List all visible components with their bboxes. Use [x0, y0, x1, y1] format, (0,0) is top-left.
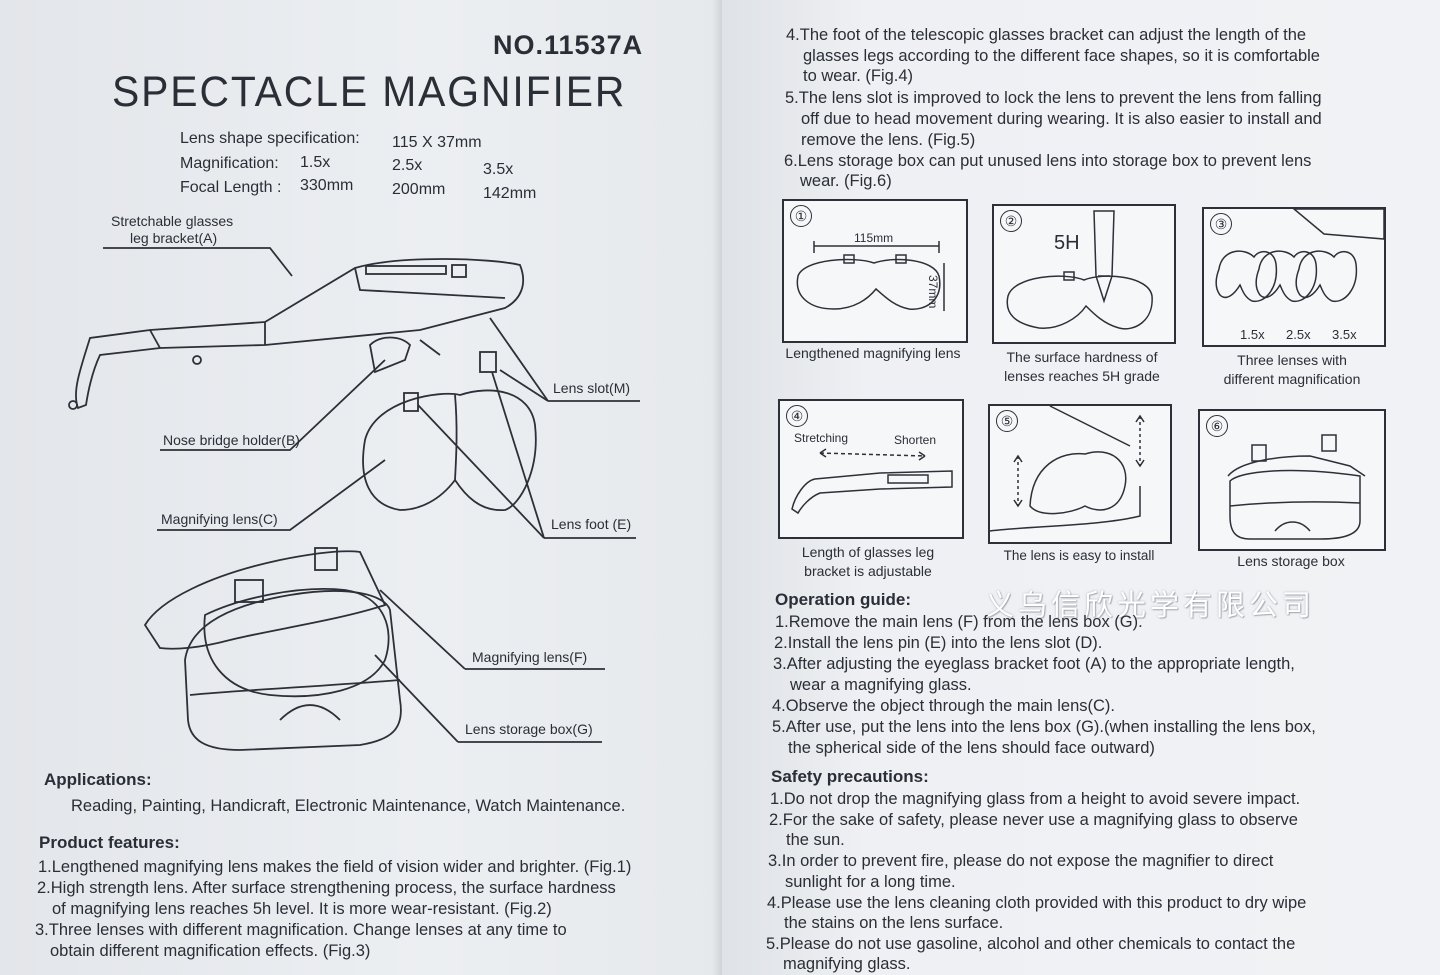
operation-heading: Operation guide:: [775, 590, 911, 609]
fig3-caption-1: Three lenses with: [1237, 352, 1347, 368]
figure-6: ⑥: [1198, 409, 1386, 551]
focal-length-label: Focal Length :: [180, 179, 282, 196]
fig3-lenses-drawing: [1215, 208, 1385, 303]
fig2-caption-1: The surface hardness of: [1006, 349, 1158, 365]
label-nose-bridge: Nose bridge holder(B): [163, 432, 300, 448]
fig4-caption-2: bracket is adjustable: [804, 563, 932, 579]
feature-line: remove the lens. (Fig.5): [801, 131, 976, 149]
fig1-lens-drawing: [796, 241, 945, 311]
right-page: 4.The foot of the telescopic glasses bra…: [722, 0, 1440, 975]
focal-value-1: 330mm: [300, 177, 354, 194]
figure-number: ④: [786, 405, 808, 427]
fig1-width: 115mm: [854, 231, 894, 245]
label-lens-foot: Lens foot (E): [551, 516, 632, 532]
feature-line: glasses legs according to the different …: [803, 47, 1320, 65]
focal-value-3: 142mm: [483, 185, 537, 202]
fig4-leg-drawing: [791, 448, 953, 515]
operation-line: wear a magnifying glass.: [790, 676, 972, 694]
operation-line: 5.After use, put the lens into the lens …: [772, 718, 1316, 736]
safety-line: 5.Please do not use gasoline, alcohol an…: [766, 935, 1296, 953]
figure-4: ④ Stretching Shorten: [778, 399, 964, 539]
feature-line: 3.Three lenses with different magnificat…: [35, 921, 567, 939]
label-magnifying-lens-c: Magnifying lens(C): [161, 511, 278, 527]
product-title: SPECTACLE MAGNIFIER: [112, 68, 627, 116]
fig3-caption-2: different magnification: [1223, 371, 1361, 387]
magnification-value-3: 3.5x: [483, 161, 514, 178]
focal-value-2: 200mm: [392, 181, 446, 198]
fig5-caption: The lens is easy to install: [1003, 548, 1155, 563]
operation-line: 4.Observe the object through the main le…: [772, 697, 1116, 715]
fig2-grade: 5H: [1054, 232, 1080, 254]
lens-shape-label: Lens shape specification:: [180, 130, 360, 147]
fig1-caption: Lengthened magnifying lens: [785, 345, 961, 361]
feature-line: off due to head movement during wearing.…: [801, 110, 1322, 128]
feature-line: wear. (Fig.6): [800, 172, 892, 190]
figure-number: ⑤: [996, 410, 1018, 432]
safety-heading: Safety precautions:: [771, 767, 929, 786]
label-storage-box-g: Lens storage box(G): [465, 721, 593, 737]
features-heading: Product features:: [39, 833, 180, 852]
feature-line: 5.The lens slot is improved to lock the …: [785, 89, 1322, 107]
fig3-mag-2: 2.5x: [1286, 327, 1311, 342]
company-watermark: 义乌信欣光学有限公司: [985, 588, 1316, 622]
magnification-label: Magnification:: [180, 155, 279, 172]
feature-line: 2.High strength lens. After surface stre…: [37, 879, 616, 897]
label-magnifying-lens-f: Magnifying lens(F): [472, 649, 588, 665]
fig6-caption: Lens storage box: [1237, 553, 1345, 569]
applications-text: Reading, Painting, Handicraft, Electroni…: [71, 797, 626, 815]
safety-line: magnifying glass.: [783, 955, 911, 973]
feature-line: to wear. (Fig.4): [803, 67, 914, 85]
figure-number: ⑥: [1206, 415, 1228, 437]
feature-line: of magnifying lens reaches 5h level. It …: [52, 900, 552, 918]
safety-line: 4.Please use the lens cleaning cloth pro…: [767, 894, 1307, 912]
safety-line: 3.In order to prevent fire, please do no…: [768, 852, 1274, 870]
figure-3: ③ 1.5x 2.5x 3.5x: [1202, 207, 1386, 347]
fig3-mag-1: 1.5x: [1240, 327, 1265, 342]
figure-number: ①: [790, 205, 812, 227]
applications-heading: Applications:: [44, 770, 152, 789]
safety-line: 1.Do not drop the magnifying glass from …: [770, 790, 1301, 808]
magnification-value-2: 2.5x: [392, 157, 423, 174]
figure-5: ⑤: [988, 404, 1172, 544]
feature-line: 6.Lens storage box can put unused lens i…: [784, 152, 1312, 170]
fig2-pencil-drawing: [1006, 210, 1153, 330]
figure-1: ① 115mm 37mm: [782, 199, 968, 343]
safety-line: 2.For the sake of safety, please never u…: [769, 811, 1298, 829]
magnification-value-1: 1.5x: [300, 154, 331, 171]
fig4-stretching: Stretching: [794, 431, 849, 445]
feature-line: 1.Lengthened magnifying lens makes the f…: [38, 858, 632, 876]
model-number: NO.11537A: [493, 30, 644, 60]
feature-line: obtain different magnification effects. …: [50, 942, 371, 960]
label-stretchable-2: leg bracket(A): [130, 230, 218, 246]
safety-line: sunlight for a long time.: [785, 873, 956, 891]
fig1-height: 37mm: [926, 275, 940, 309]
fig5-install-drawing: [989, 405, 1145, 532]
label-lens-slot: Lens slot(M): [553, 380, 631, 396]
left-page: NO.11537A SPECTACLE MAGNIFIER Lens shape…: [0, 0, 722, 975]
lens-shape-value: 115 X 37mm: [392, 134, 482, 151]
safety-line: the stains on the lens surface.: [784, 914, 1004, 932]
figure-2: ② 5H: [992, 204, 1176, 344]
operation-line: 3.After adjusting the eyeglass bracket f…: [773, 655, 1295, 673]
fig3-mag-3: 3.5x: [1332, 327, 1357, 342]
figure-number: ③: [1210, 213, 1232, 235]
glasses-diagram: [68, 247, 640, 751]
operation-line: 1.Remove the main lens (F) from the lens…: [775, 613, 1143, 631]
fig2-caption-2: lenses reaches 5H grade: [1004, 368, 1160, 384]
label-stretchable-1: Stretchable glasses: [111, 213, 234, 229]
fig4-shorten: Shorten: [894, 433, 937, 447]
fig6-box-drawing: [1227, 434, 1366, 540]
operation-line: 2.Install the lens pin (E) into the lens…: [774, 634, 1103, 652]
fig4-caption-1: Length of glasses leg: [801, 544, 935, 560]
operation-line: the spherical side of the lens should fa…: [788, 739, 1155, 757]
safety-line: the sun.: [786, 831, 845, 849]
figure-number: ②: [1000, 210, 1022, 232]
feature-line: 4.The foot of the telescopic glasses bra…: [786, 26, 1307, 44]
